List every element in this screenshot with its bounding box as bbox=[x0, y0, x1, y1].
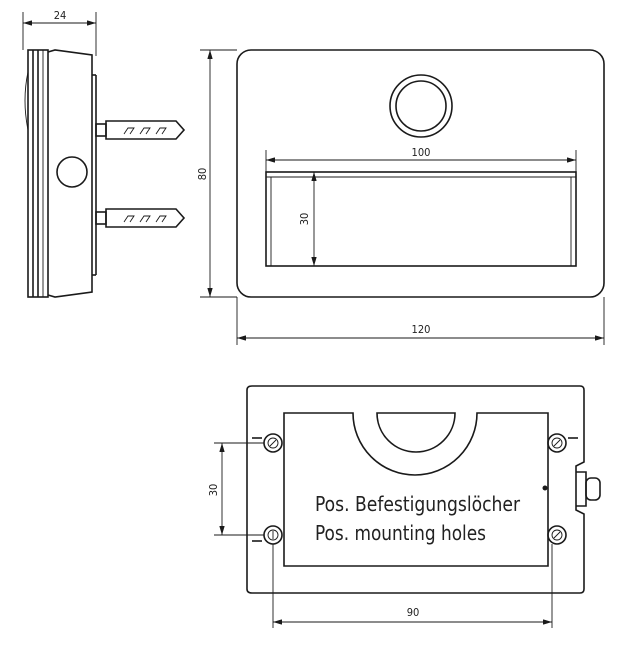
camera-lens bbox=[395, 80, 447, 132]
dimension-label-100: 100 bbox=[412, 146, 431, 159]
name-window bbox=[265, 171, 577, 267]
front-plate bbox=[236, 49, 605, 298]
dimension-label-90: 90 bbox=[407, 606, 420, 619]
dimension-label-30-holes: 30 bbox=[207, 484, 220, 497]
mounting-hole-top-left bbox=[263, 433, 283, 453]
latch-knob bbox=[585, 477, 601, 501]
mounting-hole-bottom-right bbox=[547, 525, 567, 545]
camera-ring-outer bbox=[389, 74, 453, 138]
dimension-label-24: 24 bbox=[54, 9, 67, 22]
back-recess bbox=[283, 412, 549, 567]
side-view: 24 bbox=[22, 9, 186, 298]
back-plate bbox=[246, 385, 585, 594]
dimension-label-80: 80 bbox=[196, 168, 209, 181]
note-english: Pos. mounting holes bbox=[315, 521, 486, 545]
mounting-hole-bottom-left bbox=[263, 525, 283, 545]
dimension-label-30-window: 30 bbox=[298, 213, 311, 226]
side-housing bbox=[47, 49, 93, 298]
front-view: 100 30 80 120 bbox=[196, 49, 605, 345]
mounting-hole-top-right bbox=[547, 433, 567, 453]
wall-anchor-top bbox=[95, 120, 186, 140]
note-german: Pos. Befestigungslöcher bbox=[315, 492, 521, 516]
side-cable-hole bbox=[56, 156, 88, 188]
dimension-label-120: 120 bbox=[412, 323, 431, 336]
wall-anchor-bottom bbox=[95, 208, 186, 228]
back-cutout bbox=[376, 412, 456, 453]
back-view: 30 90 Pos. Befestigungslöcher Pos. mount… bbox=[207, 385, 601, 628]
